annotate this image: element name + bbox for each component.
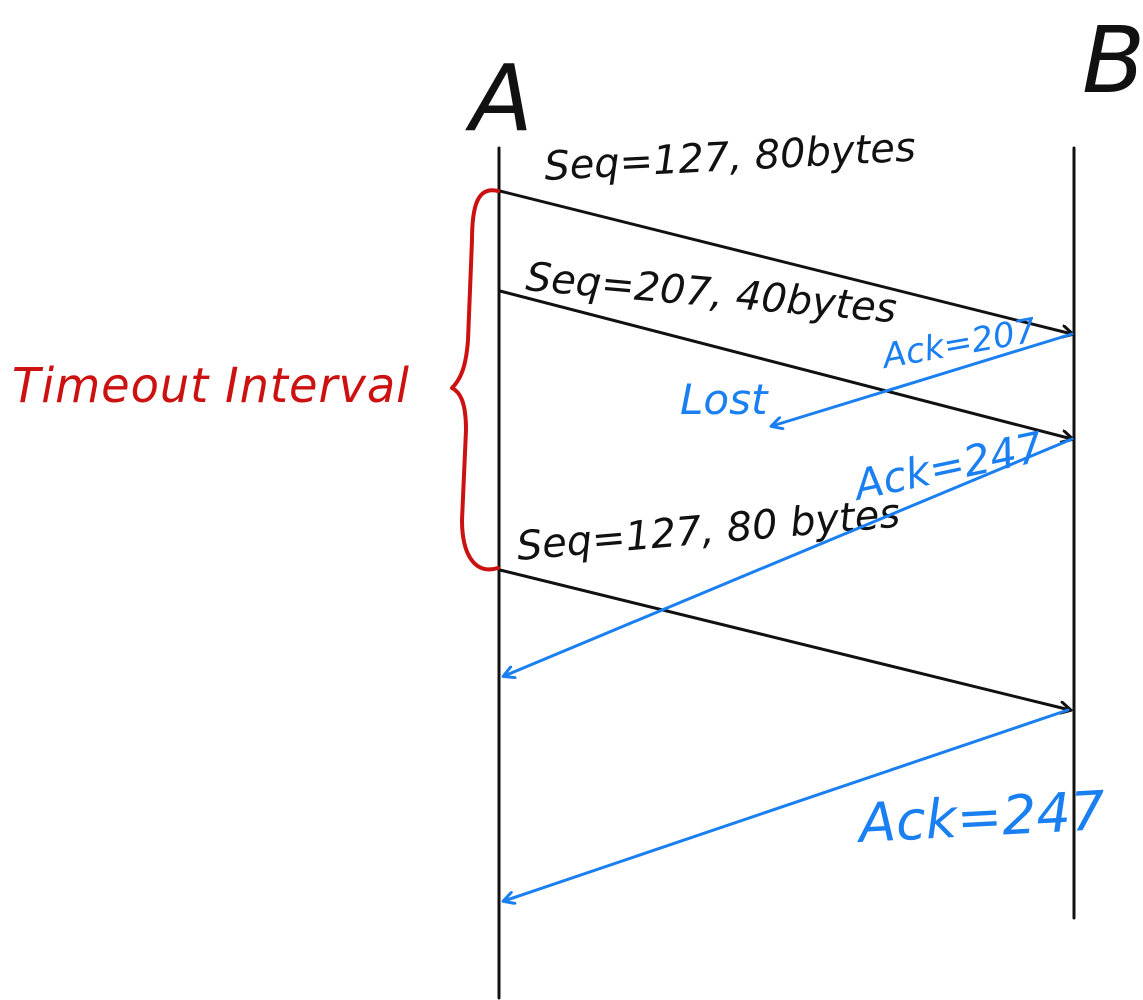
segment-label-3: Seq=127, 80 bytes <box>515 491 902 570</box>
lost-label: Lost <box>680 375 769 424</box>
ack-arrow-1-lost <box>772 332 1074 426</box>
segment-arrow-1 <box>498 189 1072 334</box>
ack-arrow-2 <box>504 437 1074 676</box>
segment-arrow-2 <box>498 289 1072 439</box>
timeout-interval-label: Timeout Interval <box>12 358 410 414</box>
ack-arrow-3 <box>504 708 1070 901</box>
segment-arrow-3 <box>498 568 1070 710</box>
ack-label-2: Ack=247 <box>847 422 1048 510</box>
host-b-label: B <box>1082 7 1143 114</box>
segment-label-1: Seq=127, 80bytes <box>543 125 917 190</box>
timeout-brace <box>450 188 500 572</box>
segment-label-2: Seq=207, 40bytes <box>524 254 898 332</box>
ack-label-3: Ack=247 <box>854 779 1106 855</box>
host-a-label: A <box>465 45 533 152</box>
